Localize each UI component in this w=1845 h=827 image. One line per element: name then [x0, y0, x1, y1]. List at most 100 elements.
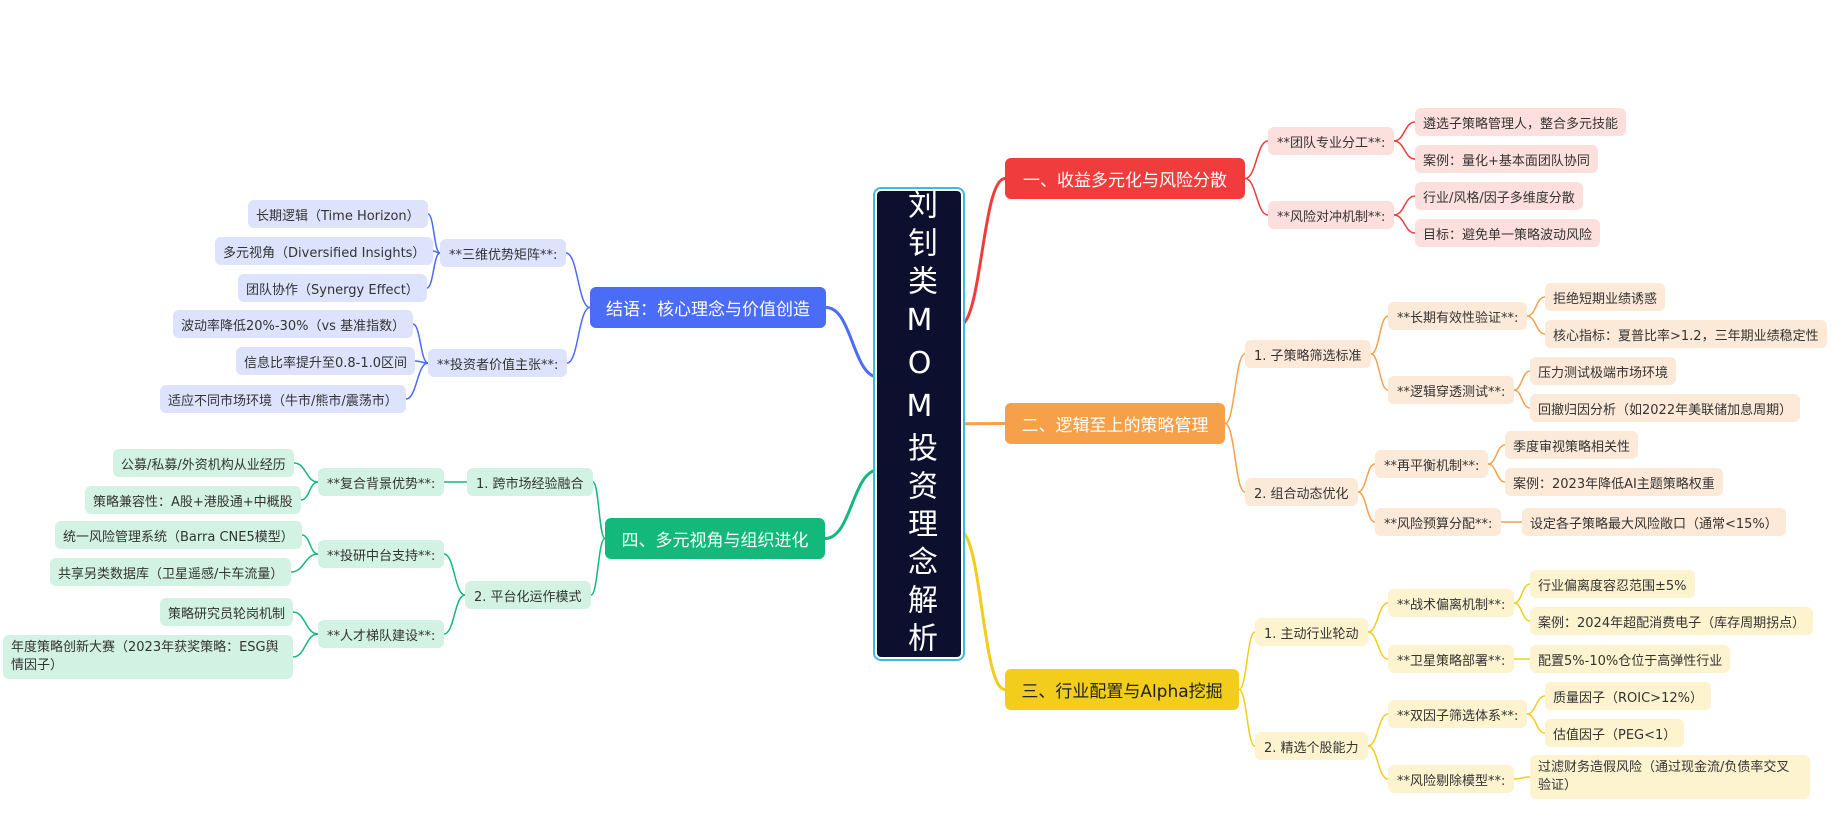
- leaf-deviation-tolerance[interactable]: 行业偏离度容忍范围±5%: [1530, 570, 1695, 598]
- subtopic-risk-budget[interactable]: **风险预算分配**:: [1375, 508, 1502, 536]
- connector: [1357, 463, 1376, 493]
- subtopic-team-division[interactable]: **团队专业分工**:: [1268, 127, 1395, 155]
- leaf-sharpe-ratio[interactable]: 核心指标：夏普比率>1.2，三年期业绩稳定性: [1545, 320, 1827, 348]
- leaf-information-ratio[interactable]: 信息比率提升至0.8-1.0区间: [236, 347, 416, 375]
- leaf-max-exposure[interactable]: 设定各子策略最大风险敞口（通常<15%）: [1522, 508, 1786, 536]
- subtopic-dual-factor[interactable]: **双因子筛选体系**:: [1388, 700, 1528, 728]
- leaf-fraud-filter[interactable]: 过滤财务造假风险（通过现金流/负债率交叉验证）: [1530, 755, 1810, 799]
- connector: [1393, 214, 1416, 234]
- leaf-researcher-rotation[interactable]: 策略研究员轮岗机制: [160, 598, 294, 626]
- connector: [1393, 195, 1416, 216]
- connector: [824, 468, 880, 540]
- connector: [1513, 389, 1531, 409]
- leaf-strategy-compatibility[interactable]: 策略兼容性：A股+港股通+中概股: [85, 486, 301, 514]
- connector: [1238, 688, 1256, 747]
- leaf-alternative-data[interactable]: 共享另类数据库（卫星遥感/卡车流量）: [50, 558, 292, 586]
- connector: [1513, 370, 1531, 391]
- leaf-quant-fundamental-case[interactable]: 案例：量化+基本面团队协同: [1415, 145, 1598, 173]
- branch-industry-alpha[interactable]: 三、行业配置与Alpha挖掘: [1005, 669, 1239, 710]
- subtopic-three-dim-matrix[interactable]: **三维优势矩阵**:: [440, 239, 567, 267]
- connector: [1244, 177, 1269, 216]
- connector: [1238, 631, 1256, 691]
- connector: [590, 537, 606, 596]
- leaf-market-adaptability[interactable]: 适应不同市场环境（牛市/熊市/震荡市）: [160, 385, 406, 413]
- connector: [292, 611, 319, 635]
- subtopic-talent-pipeline[interactable]: **人才梯队建设**:: [318, 620, 445, 648]
- subtopic-satellite-strategy[interactable]: **卫星策略部署**:: [1388, 645, 1515, 673]
- connector: [1526, 296, 1546, 317]
- group-cross-market[interactable]: 1. 跨市场经验融合: [467, 468, 593, 496]
- leaf-multi-dimension[interactable]: 行业/风格/因子多维度分散: [1415, 182, 1583, 210]
- leaf-volatility-reduction[interactable]: 波动率降低20%-30%（vs 基准指数）: [173, 310, 414, 338]
- subtopic-tactical-deviation[interactable]: **战术偏离机制**:: [1388, 589, 1515, 617]
- subtopic-risk-hedging[interactable]: **风险对冲机制**:: [1268, 201, 1395, 229]
- connector: [293, 462, 319, 483]
- connector: [1367, 713, 1389, 747]
- central-topic[interactable]: 刘钊类MOM投资理念解析: [873, 187, 965, 661]
- subtopic-risk-exclusion[interactable]: **风险剔除模型**:: [1388, 765, 1515, 793]
- leaf-avoid-single-risk[interactable]: 目标：避免单一策略波动风险: [1415, 219, 1601, 247]
- leaf-time-horizon[interactable]: 长期逻辑（Time Horizon）: [248, 200, 428, 228]
- connector: [1224, 353, 1246, 425]
- connector: [1367, 602, 1389, 633]
- leaf-innovation-contest[interactable]: 年度策略创新大赛（2023年获奖策略：ESG舆情因子）: [3, 635, 293, 679]
- connector: [290, 553, 319, 573]
- leaf-select-managers[interactable]: 遴选子策略管理人，整合多元技能: [1415, 108, 1627, 136]
- connector: [412, 323, 429, 364]
- connector: [443, 553, 466, 596]
- connector: [426, 252, 441, 289]
- connector: [1393, 140, 1416, 160]
- leaf-quality-factor[interactable]: 质量因子（ROIC>12%）: [1545, 682, 1711, 710]
- group-substrategy-criteria[interactable]: 1. 子策略筛选标准: [1245, 340, 1371, 368]
- leaf-reduce-ai-weight[interactable]: 案例：2023年降低AI主题策略权重: [1505, 468, 1723, 496]
- connector: [1357, 491, 1376, 523]
- leaf-high-beta-allocation[interactable]: 配置5%-10%仓位于高弹性行业: [1530, 645, 1731, 673]
- connector: [1367, 631, 1389, 660]
- subtopic-composite-background[interactable]: **复合背景优势**:: [318, 468, 445, 496]
- group-platform-model[interactable]: 2. 平台化运作模式: [465, 581, 591, 609]
- leaf-risk-system[interactable]: 统一风险管理系统（Barra CNE5模型）: [55, 521, 302, 549]
- connector: [825, 306, 880, 379]
- leaf-valuation-factor[interactable]: 估值因子（PEG<1）: [1545, 719, 1685, 747]
- connector: [1244, 140, 1269, 180]
- connector: [1367, 745, 1389, 780]
- branch-conclusion[interactable]: 结语：核心理念与价值创造: [590, 287, 826, 328]
- subtopic-research-support[interactable]: **投研中台支持**:: [318, 540, 445, 568]
- connector: [1513, 602, 1531, 622]
- group-stock-picking[interactable]: 2. 精选个股能力: [1255, 732, 1368, 760]
- leaf-synergy-effect[interactable]: 团队协作（Synergy Effect）: [238, 274, 427, 302]
- connector: [1487, 444, 1506, 465]
- connector: [1526, 695, 1546, 715]
- leaf-quarterly-review[interactable]: 季度审视策略相关性: [1505, 431, 1639, 459]
- group-industry-rotation[interactable]: 1. 主动行业轮动: [1255, 618, 1368, 646]
- leaf-consumer-electronics[interactable]: 案例：2024年超配消费电子（库存周期拐点）: [1530, 607, 1814, 635]
- leaf-reject-short-term[interactable]: 拒绝短期业绩诱惑: [1545, 283, 1666, 311]
- branch-diversification[interactable]: 一、收益多元化与风险分散: [1005, 158, 1245, 199]
- branch-logic-management[interactable]: 二、逻辑至上的策略管理: [1005, 403, 1225, 444]
- connector: [427, 213, 441, 254]
- leaf-institution-experience[interactable]: 公募/私募/外资机构从业经历: [113, 449, 294, 477]
- connector: [1393, 121, 1416, 142]
- connector: [566, 306, 591, 364]
- leaf-stress-test[interactable]: 压力测试极端市场环境: [1530, 357, 1677, 385]
- connector: [958, 528, 1006, 691]
- connector: [405, 362, 429, 400]
- leaf-drawdown-attribution[interactable]: 回撤归因分析（如2022年美联储加息周期）: [1530, 394, 1801, 422]
- connector: [1370, 353, 1389, 391]
- subtopic-logic-penetration[interactable]: **逻辑穿透测试**:: [1388, 376, 1515, 404]
- subtopic-investor-value[interactable]: **投资者价值主张**:: [428, 349, 568, 377]
- leaf-diversified-insights[interactable]: 多元视角（Diversified Insights）: [215, 237, 434, 265]
- connector: [301, 534, 319, 555]
- group-dynamic-optimization[interactable]: 2. 组合动态优化: [1245, 478, 1358, 506]
- connector: [1526, 315, 1546, 335]
- connector: [292, 633, 319, 658]
- connector: [1526, 713, 1546, 734]
- subtopic-long-term-validation[interactable]: **长期有效性验证**:: [1388, 302, 1528, 330]
- connector: [958, 177, 1006, 328]
- branch-multi-perspective[interactable]: 四、多元视角与组织进化: [605, 518, 825, 559]
- connector: [443, 594, 466, 635]
- subtopic-rebalancing[interactable]: **再平衡机制**:: [1375, 450, 1489, 478]
- connector: [592, 481, 606, 540]
- connector: [565, 252, 591, 309]
